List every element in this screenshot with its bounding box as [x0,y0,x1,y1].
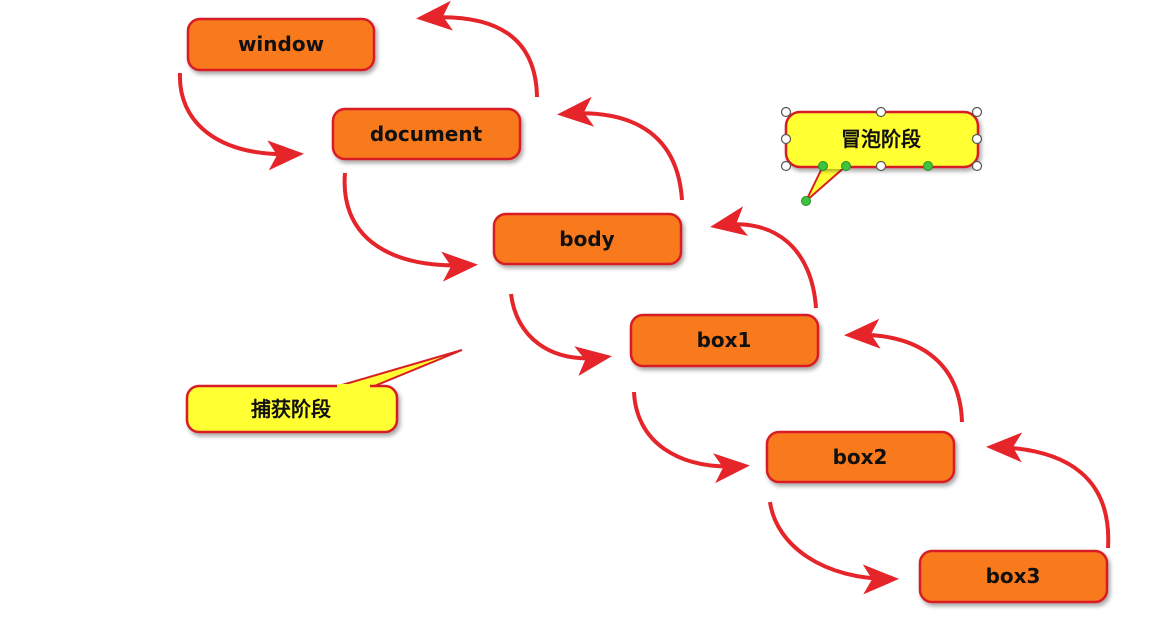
selection-handle[interactable] [780,160,792,172]
capture-arrow-body-box1 [509,293,612,376]
bubble-arrow-body-document [557,96,684,201]
node-box2: box2 [765,430,956,484]
adjust-handle[interactable] [841,161,851,171]
callout-bubbling-tail [805,165,849,202]
node-label-box1: box1 [697,328,752,352]
callout-bubbling[interactable]: 冒泡阶段 [780,106,983,206]
adjust-handles[interactable] [801,161,933,206]
selection-handle[interactable] [875,160,887,172]
selection-handle[interactable] [971,160,983,172]
callout-capturing: 捕获阶段 [185,349,463,434]
node-body: body [492,212,683,266]
selection-handles[interactable] [780,106,983,172]
adjust-handle[interactable] [923,161,933,171]
selection-handle[interactable] [780,133,792,145]
node-label-box3: box3 [986,564,1041,588]
selection-handle[interactable] [971,106,983,118]
selection-handle[interactable] [875,106,887,118]
callout-capturing-tail [334,349,463,388]
node-box3: box3 [918,549,1109,604]
capture-arrow-window-document [177,72,304,171]
capture-arrow-document-body [342,172,478,282]
bubble-arrow-document-window [416,0,539,98]
node-box1: box1 [629,313,820,368]
node-label-body: body [559,227,614,251]
callout-bubbling-label: 冒泡阶段 [841,127,921,151]
callout-capturing-label: 捕获阶段 [251,397,331,421]
bubble-arrow-box3-box2 [986,432,1111,549]
bubble-arrow-box1-body [710,206,818,309]
adjust-handle[interactable] [818,161,828,171]
capture-arrow-box1-box2 [632,391,750,484]
bubble-arrows [416,0,1111,549]
bubble-arrow-box2-box1 [844,318,964,423]
node-window: window [186,17,376,72]
node-label-document: document [370,122,483,146]
selection-handle[interactable] [780,106,792,118]
selection-handle[interactable] [971,133,983,145]
node-label-box2: box2 [833,445,888,469]
capture-arrow-box2-box3 [768,501,899,595]
capture-arrows [177,72,899,595]
node-label-window: window [238,32,324,56]
node-document: document [331,107,522,161]
adjust-handle[interactable] [801,196,811,206]
